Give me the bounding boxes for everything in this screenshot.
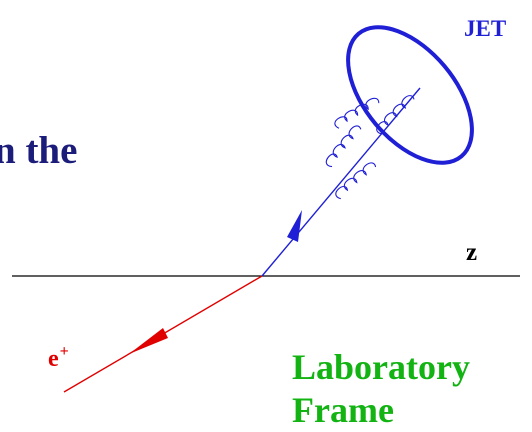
title-fragment: n the [0, 129, 78, 172]
positron-symbol: e [48, 346, 59, 372]
gluon-icon [335, 162, 377, 200]
jet-label: JET [464, 16, 507, 41]
frame-label-line1: Laboratory [292, 347, 470, 387]
positron-charge: + [59, 343, 69, 360]
frame-label-line2: Frame [292, 390, 394, 430]
jet-ellipse [346, 25, 474, 165]
gluon-icon [325, 125, 362, 168]
quark-arrow-icon [287, 210, 302, 242]
positron-label: e+ [48, 344, 69, 372]
z-axis-label: z [466, 239, 478, 266]
quark-line [261, 87, 421, 277]
gluon-icon [334, 97, 380, 129]
positron-arrow-icon [129, 328, 168, 354]
gluon-icon [376, 95, 415, 135]
